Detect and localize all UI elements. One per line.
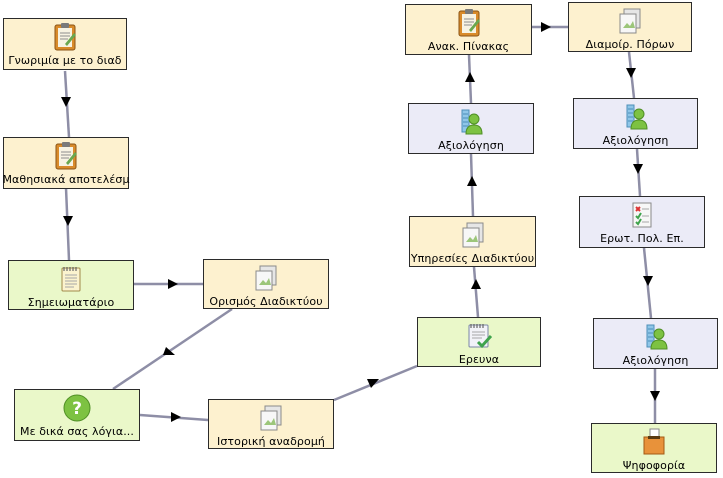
activity-node-n2[interactable]: Μαθησιακά αποτελέσμ (2, 137, 130, 189)
arrow-n7-n8 (471, 279, 481, 289)
arrow-n12-n13 (633, 164, 643, 174)
node-label: Ορισμός Διαδικτύου (209, 295, 323, 308)
edge-n6-n7 (333, 364, 418, 402)
clipboard-icon (54, 23, 76, 51)
node-label: Ερωτ. Πολ. Επ. (600, 232, 684, 245)
notepad-icon (61, 267, 81, 292)
question-icon: ? (63, 394, 91, 422)
node-label: Υπηρεσίες Διαδικτύου (410, 252, 535, 265)
activity-node-n11[interactable]: Διαμοίρ. Πόρων (568, 2, 692, 52)
node-label: Γνωριμία με το διαδ (8, 54, 122, 67)
clipboard-icon (55, 142, 77, 170)
activity-node-n8[interactable]: Υπηρεσίες Διαδικτύου (409, 216, 536, 267)
multiple-choice-icon (632, 202, 652, 228)
activity-node-n7[interactable]: Ερευνα (417, 317, 541, 367)
assessment-user-icon (626, 104, 648, 130)
web-pages-icon (462, 222, 483, 248)
ballot-box-icon (643, 428, 665, 455)
arrow-n13-n14 (643, 276, 653, 286)
edge-n4-n5 (112, 307, 233, 391)
web-pages-icon (255, 265, 277, 291)
arrow-n3-n4 (168, 279, 178, 289)
activity-node-n3[interactable]: Σημειωματάριο (8, 260, 134, 310)
arrow-n4-n5 (163, 347, 175, 355)
activity-node-n12[interactable]: Αξιολόγηση (573, 98, 698, 149)
activity-node-n13[interactable]: Ερωτ. Πολ. Επ. (579, 196, 705, 248)
activity-node-n10[interactable]: Ανακ. Πίνακας (405, 4, 532, 55)
node-label: Σημειωματάριο (27, 296, 115, 309)
edge-n7-n8 (472, 266, 480, 318)
activity-node-n4[interactable]: Ορισμός Διαδικτύου (203, 259, 329, 309)
web-pages-icon (619, 8, 641, 34)
assessment-user-icon (461, 109, 483, 135)
arrow-n2-n3 (63, 216, 73, 226)
node-label: Αξιολόγηση (622, 354, 689, 367)
assessment-user-icon (646, 324, 668, 350)
arrow-n1-n2 (61, 97, 71, 107)
arrow-n11-n12 (626, 68, 636, 78)
arrow-n5-n6 (171, 412, 181, 422)
activity-node-n15[interactable]: Ψηφοφορία (591, 423, 717, 473)
node-label: Ιστορική αναδρομή (217, 435, 325, 448)
activity-node-n5[interactable]: ? Με δικά σας λόγια... (14, 389, 140, 441)
svg-text:?: ? (72, 399, 82, 419)
web-pages-icon (260, 405, 282, 431)
activity-node-n1[interactable]: Γνωριμία με το διαδ (3, 18, 127, 70)
node-label: Διαμοίρ. Πόρων (585, 38, 675, 51)
node-label: Αξιολόγηση (602, 134, 669, 147)
arrow-n14-n15 (650, 391, 660, 401)
activity-node-n14[interactable]: Αξιολόγηση (593, 318, 718, 369)
checklist-icon (468, 324, 493, 349)
node-label: Ψηφοφορία (622, 459, 686, 472)
activity-node-n9[interactable]: Αξιολόγηση (408, 103, 534, 154)
activity-node-n6[interactable]: Ιστορική αναδρομή (208, 399, 334, 449)
arrow-n10-n11 (541, 22, 551, 32)
arrow-n9-n10 (465, 72, 475, 82)
node-label: Ανακ. Πίνακας (427, 40, 510, 53)
arrow-n8-n9 (467, 176, 477, 186)
arrow-n6-n7 (367, 379, 379, 388)
node-label: Αξιολόγηση (438, 139, 504, 152)
node-label: Ερευνα (458, 353, 500, 366)
node-label: Μαθησιακά αποτελέσμ (2, 173, 130, 186)
node-label: Με δικά σας λόγια... (19, 425, 134, 438)
clipboard-icon (458, 9, 480, 37)
